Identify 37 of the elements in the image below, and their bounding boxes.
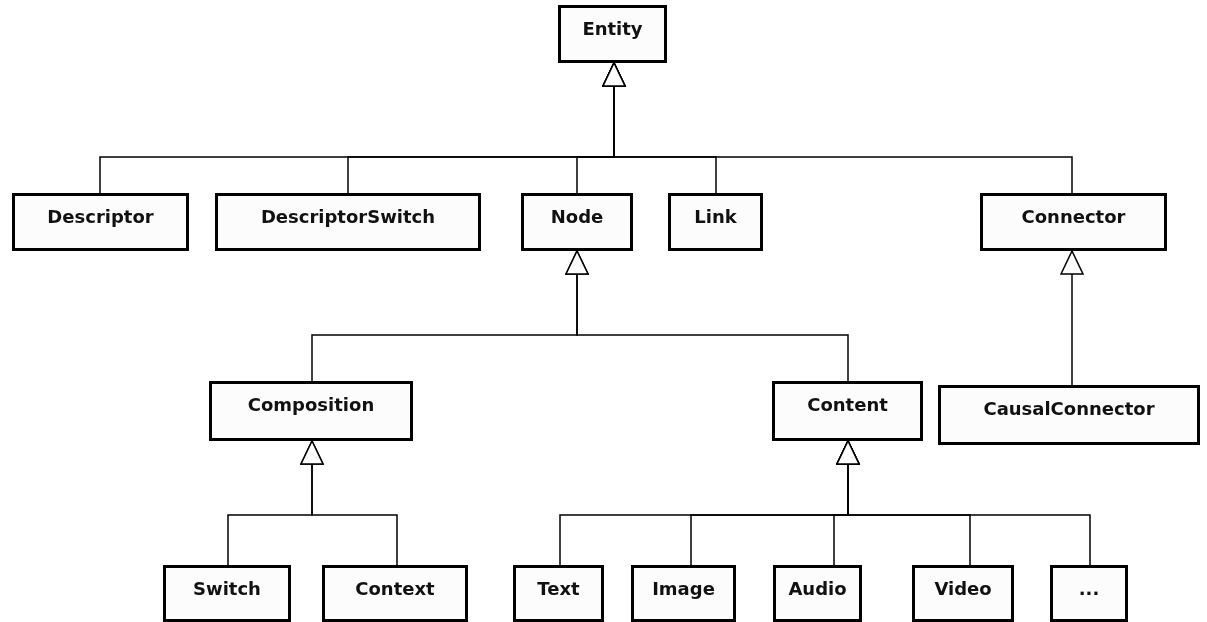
class-name: Image bbox=[651, 578, 716, 599]
class-box bbox=[322, 565, 468, 622]
generalization-arrow bbox=[836, 440, 1091, 566]
class-box bbox=[513, 565, 604, 622]
class-name: Entity bbox=[581, 18, 644, 39]
class-box bbox=[631, 565, 736, 622]
class-name: CausalConnector bbox=[982, 398, 1156, 419]
class-box bbox=[1050, 565, 1128, 622]
class-name: ... bbox=[1077, 578, 1101, 599]
class-box bbox=[773, 565, 862, 622]
class-name: Node bbox=[549, 206, 605, 227]
class-name: Link bbox=[693, 206, 738, 227]
class-name: Switch bbox=[192, 578, 262, 599]
class-box bbox=[163, 565, 291, 622]
class-box bbox=[668, 193, 763, 251]
class-box bbox=[912, 565, 1014, 622]
generalization-arrow bbox=[300, 440, 398, 566]
class-box bbox=[215, 193, 481, 251]
class-name: Context bbox=[354, 578, 436, 599]
class-name: Descriptor bbox=[46, 206, 155, 227]
class-name: Text bbox=[536, 578, 581, 599]
generalization-arrow bbox=[565, 250, 849, 382]
class-name: Content bbox=[806, 394, 889, 415]
class-box bbox=[558, 5, 667, 63]
class-name: Connector bbox=[1020, 206, 1127, 227]
generalization-arrow bbox=[1060, 250, 1084, 386]
generalization-arrow bbox=[602, 62, 1073, 194]
class-box bbox=[521, 193, 633, 251]
class-box bbox=[980, 193, 1167, 251]
class-box bbox=[938, 385, 1200, 445]
class-box bbox=[12, 193, 189, 251]
class-box bbox=[772, 381, 923, 441]
class-name: Video bbox=[933, 578, 993, 599]
class-name: Audio bbox=[787, 578, 848, 599]
class-name: DescriptorSwitch bbox=[259, 206, 437, 227]
class-name: Composition bbox=[246, 394, 376, 415]
class-box bbox=[209, 381, 413, 441]
